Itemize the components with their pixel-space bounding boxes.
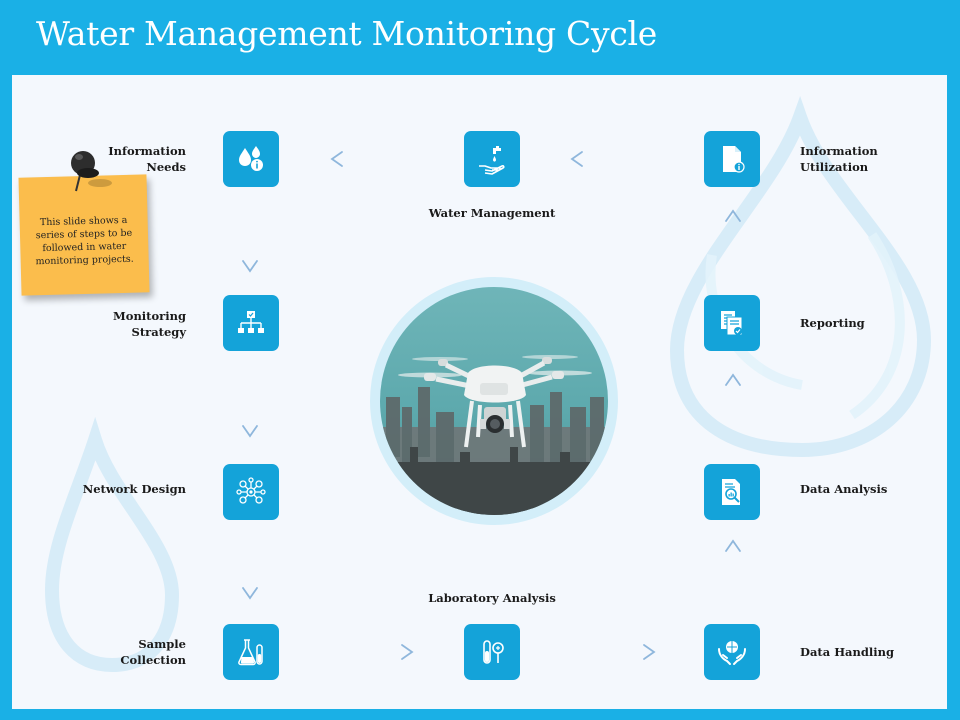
document-magnifier-icon [722, 479, 740, 505]
arrow-right-2 [573, 644, 656, 660]
label-network-design: Network Design [82, 482, 186, 496]
arrow-left-1 [330, 151, 413, 167]
hand-water-tap-icon [479, 146, 505, 175]
laboratory-analysis-node[interactable] [464, 624, 520, 680]
arrow-down-3 [242, 541, 258, 600]
arrow-up-3 [725, 209, 741, 268]
lab-flasks-icon [238, 639, 263, 666]
hands-globe-icon [718, 641, 746, 665]
monitoring-strategy-node[interactable] [223, 295, 279, 351]
network-design-node[interactable] [223, 464, 279, 520]
information-utilization-node[interactable] [704, 131, 760, 187]
sample-collection-node[interactable] [223, 624, 279, 680]
water-management-node[interactable] [464, 131, 520, 187]
arrow-down-2 [242, 379, 258, 438]
arrow-down-1 [242, 214, 258, 273]
drone-photo [380, 287, 608, 515]
arrow-right-1 [331, 644, 414, 660]
arrow-up-1 [725, 539, 741, 598]
information-needs-node[interactable] [223, 131, 279, 187]
label-reporting: Reporting [800, 316, 865, 330]
hierarchy-chart-icon [238, 311, 264, 333]
sticky-note-text: This slide shows a series of steps to be… [35, 214, 134, 268]
label-laboratory-analysis: Laboratory Analysis [428, 591, 556, 605]
data-handling-node[interactable] [704, 624, 760, 680]
water-drops-info-icon [239, 146, 263, 171]
report-check-icon [721, 311, 743, 336]
arrow-up-2 [725, 373, 741, 432]
drone-photo-frame [370, 277, 618, 525]
reporting-node[interactable] [704, 295, 760, 351]
document-info-icon [723, 146, 745, 173]
test-tube-icon [483, 640, 504, 664]
label-data-handling: Data Handling [800, 645, 895, 659]
slide-title: Water Management Monitoring Cycle [36, 14, 657, 53]
data-analysis-node[interactable] [704, 464, 760, 520]
label-data-analysis: Data Analysis [800, 482, 888, 496]
arrow-left-2 [570, 151, 653, 167]
push-pin-icon [71, 151, 112, 192]
label-water-management: Water Management [428, 206, 556, 220]
network-icon [236, 477, 266, 504]
cycle-arrows [242, 151, 741, 660]
